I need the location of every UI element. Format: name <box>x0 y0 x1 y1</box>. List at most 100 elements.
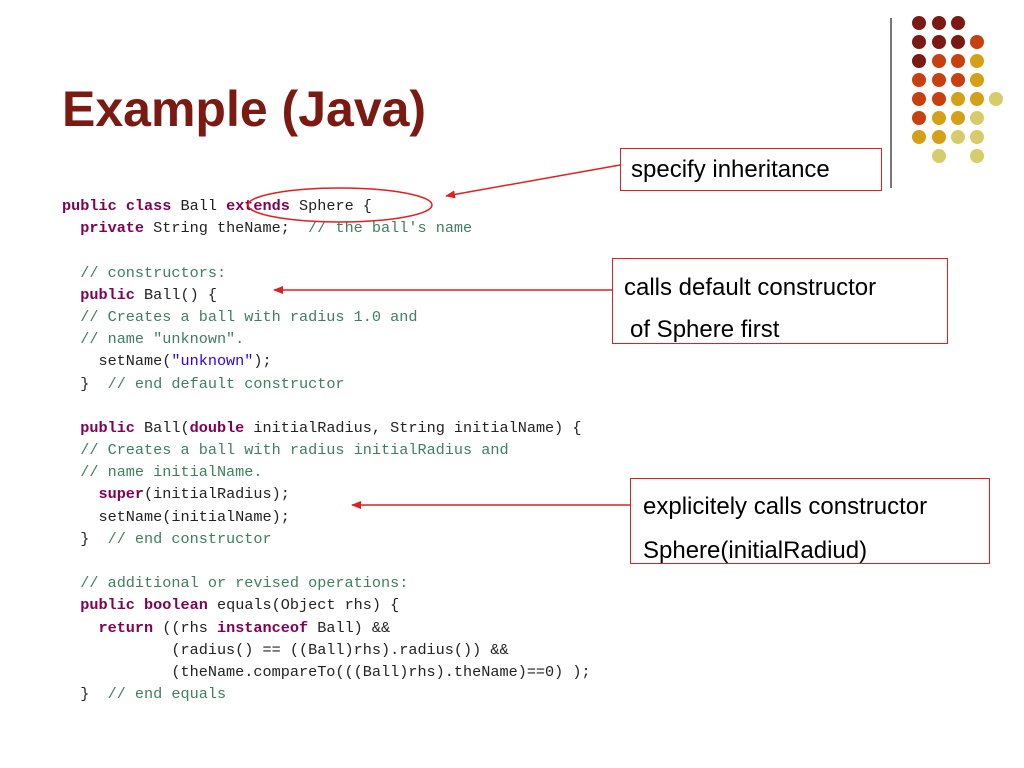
code-text <box>62 485 98 503</box>
code-text <box>62 463 80 481</box>
callout-specify-inheritance: specify inheritance <box>620 148 882 191</box>
code-text: Ball <box>171 197 227 215</box>
callout-line: calls default constructor <box>624 274 877 301</box>
code-text: Ball() { <box>134 285 217 304</box>
decoration-dot <box>970 35 984 49</box>
code-text: (initialRadius); <box>144 485 290 504</box>
code-text <box>117 197 126 215</box>
decoration-dot <box>912 73 926 87</box>
code-text: String theName; <box>144 219 309 238</box>
decoration-dot <box>970 111 984 125</box>
decoration-dot <box>951 54 965 68</box>
decoration-dot <box>989 92 1003 106</box>
code-text: } <box>62 529 108 548</box>
title-divider-line <box>890 18 892 188</box>
code-text <box>62 596 80 614</box>
code-comment: // name initialName. <box>80 463 263 482</box>
decoration-dot <box>912 54 926 68</box>
code-text <box>62 219 80 237</box>
decoration-dot <box>932 130 946 144</box>
code-comment: // end constructor <box>107 529 272 548</box>
code-line: setName(initialName); <box>62 506 591 528</box>
callout-line: Sphere(initialRadiud) <box>643 537 868 564</box>
code-keyword: extends <box>226 197 290 215</box>
code-line: public class Ball extends Sphere { <box>62 195 591 217</box>
code-text: initialRadius, String initialName) { <box>244 418 582 437</box>
decoration-dot <box>912 130 926 144</box>
code-line <box>62 395 591 417</box>
code-text: } <box>62 374 108 393</box>
code-text: (radius() == ((Ball)rhs).radius()) && <box>62 640 509 659</box>
decoration-dot <box>951 35 965 49</box>
code-comment: // additional or revised operations: <box>80 574 409 593</box>
code-comment: // the ball's name <box>308 219 473 238</box>
code-line <box>62 239 591 261</box>
code-line: public Ball() { <box>62 284 591 306</box>
callout-explicit-constructor: explicitely calls constructor Sphere(ini… <box>630 478 990 564</box>
code-line: } // end equals <box>62 683 591 705</box>
code-text: Ball( <box>134 418 190 437</box>
code-comment: // end equals <box>107 685 227 704</box>
code-line: (theName.compareTo(((Ball)rhs).theName)=… <box>62 661 591 683</box>
code-keyword: public <box>80 596 135 615</box>
code-keyword: private <box>80 219 145 238</box>
code-keyword: public <box>80 285 135 304</box>
code-line: // Creates a ball with radius 1.0 and <box>62 306 591 328</box>
decoration-dot <box>932 149 946 163</box>
decoration-dot <box>932 16 946 30</box>
code-line: setName("unknown"); <box>62 350 591 372</box>
code-line: return ((rhs instanceof Ball) && <box>62 617 591 639</box>
code-text <box>62 441 80 459</box>
decoration-dot <box>932 35 946 49</box>
code-keyword: super <box>98 485 145 504</box>
code-comment: // Creates a ball with radius initialRad… <box>80 441 509 460</box>
code-text: ); <box>253 352 272 371</box>
code-line: (radius() == ((Ball)rhs).radius()) && <box>62 639 591 661</box>
decoration-dot <box>951 92 965 106</box>
code-text <box>62 286 80 304</box>
code-line: // name "unknown". <box>62 328 591 350</box>
code-text: } <box>62 685 108 704</box>
code-text: setName(initialName); <box>62 507 290 526</box>
decoration-dot <box>951 73 965 87</box>
code-line: // name initialName. <box>62 461 591 483</box>
code-keyword: return <box>98 618 154 637</box>
code-line: } // end constructor <box>62 528 591 550</box>
code-comment: // name "unknown". <box>80 330 245 349</box>
code-comment: // end default constructor <box>107 374 345 393</box>
decoration-dot <box>970 73 984 87</box>
code-line: private String theName; // the ball's na… <box>62 217 591 239</box>
callout-line: specify inheritance <box>631 156 830 183</box>
code-text <box>62 308 80 326</box>
code-text: Ball) && <box>308 618 391 637</box>
decoration-dot <box>951 111 965 125</box>
code-block: public class Ball extends Sphere { priva… <box>62 195 591 705</box>
decoration-dot <box>970 92 984 106</box>
decoration-dot <box>932 54 946 68</box>
code-text <box>62 619 98 637</box>
code-text: (theName.compareTo(((Ball)rhs).theName)=… <box>62 662 591 681</box>
callout-line: explicitely calls constructor <box>643 493 928 520</box>
code-line: public Ball(double initialRadius, String… <box>62 417 591 439</box>
decoration-dot <box>951 16 965 30</box>
code-text: setName( <box>62 352 172 371</box>
decoration-dot <box>912 111 926 125</box>
code-line: // Creates a ball with radius initialRad… <box>62 439 591 461</box>
code-string: "unknown" <box>171 352 254 371</box>
code-text <box>62 264 80 282</box>
decoration-dot <box>932 111 946 125</box>
code-keyword: public <box>80 418 135 437</box>
decoration-dot <box>912 92 926 106</box>
code-line: super(initialRadius); <box>62 483 591 505</box>
code-text: ((rhs <box>153 618 217 637</box>
decoration-dot <box>970 130 984 144</box>
code-keyword: instanceof <box>216 618 309 637</box>
code-keyword: boolean <box>144 596 208 615</box>
code-text <box>135 596 144 614</box>
decoration-dot <box>912 16 926 30</box>
code-line: public boolean equals(Object rhs) { <box>62 594 591 616</box>
decoration-dot <box>932 73 946 87</box>
code-comment: // Creates a ball with radius 1.0 and <box>80 307 418 326</box>
